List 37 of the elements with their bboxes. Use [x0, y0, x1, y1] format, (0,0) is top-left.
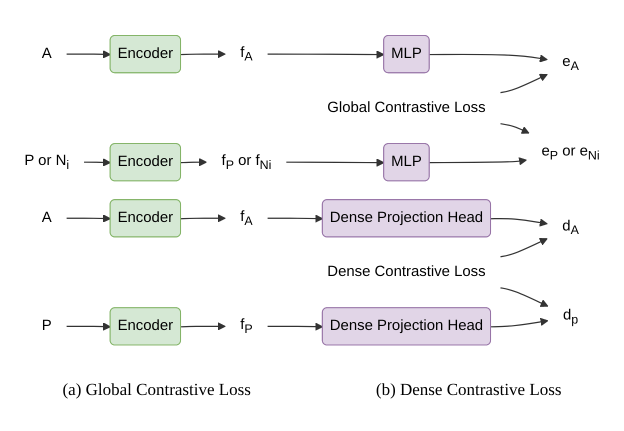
arrow: [500, 238, 548, 258]
node-text: e$_{P}$ or e$_{Ni}$: [541, 143, 600, 162]
node-text: Dense Contrastive Loss: [327, 264, 486, 280]
arrow: [66, 50, 111, 58]
node-text: A: [42, 45, 52, 62]
node-text: e$_{A}$: [562, 54, 579, 73]
arrow: [181, 158, 208, 166]
node-text: f$_{A}$: [240, 208, 253, 228]
arrow: [286, 158, 384, 166]
node-text: d$_{p}$: [562, 307, 578, 326]
arrow: [500, 287, 548, 307]
arrow: [500, 74, 548, 93]
figure-caption: (b) Dense Contrastive Loss: [376, 380, 562, 400]
arrow: [268, 50, 384, 58]
arrow: [268, 322, 324, 331]
arrow: [268, 214, 324, 222]
arrow: [66, 214, 111, 222]
node-text: f$_{P}$: [240, 316, 253, 336]
arrow: [430, 156, 527, 166]
arrow: [491, 218, 548, 226]
node-text: d$_{A}$: [562, 218, 579, 237]
node-text: P: [42, 318, 52, 334]
node-text: A: [42, 210, 52, 226]
node-text: P or N$_{i}$: [24, 152, 70, 172]
arrow: [181, 214, 226, 222]
arrow: [430, 54, 548, 62]
figure-caption: (a) Global Contrastive Loss: [62, 380, 251, 400]
arrow: [66, 322, 111, 330]
arrow: [84, 158, 111, 166]
diagram-drawing: A Encoder f$_{A}$ MLP e$_{A}$ Global Contrastive Loss P or N$_{i}$ Encoder f$_{P}$ or f$_{Ni}$ MLP e$_{P}$ or e$_{Ni}$ A Encoder f$_{A}$ Dense Projection Head d$_{A}$ Dense Contrastive Loss P Encoder f$_{P}$ Dense Projection Head d$_{p}$: [2, 26, 622, 354]
node-text: f$_{P}$ or f$_{Ni}$: [222, 152, 272, 172]
arrow: [181, 50, 226, 58]
arrow: [491, 318, 548, 328]
arrow: [500, 122, 530, 134]
node-text: Global Contrastive Loss: [327, 100, 486, 116]
arrow: [181, 322, 226, 330]
node-text: f$_{A}$: [240, 44, 253, 64]
